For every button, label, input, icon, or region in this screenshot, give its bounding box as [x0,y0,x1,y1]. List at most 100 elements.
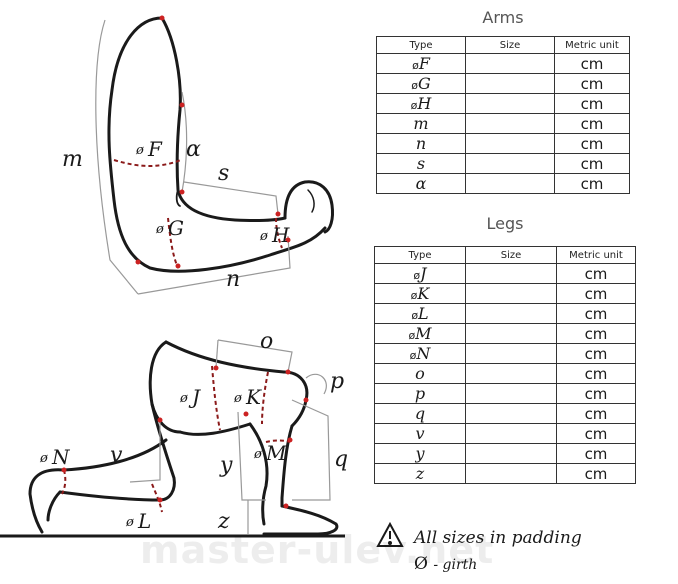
row-size[interactable] [465,113,555,134]
row-unit: cm [554,113,630,134]
row-size[interactable] [465,173,555,194]
arms-title: Arms [482,8,524,27]
label-q: q [334,447,348,472]
diameter-symbol: ø [411,79,418,92]
label-o: o [260,329,273,354]
row-size[interactable] [465,343,557,364]
arms-header-type: Type [376,36,466,54]
row-size[interactable] [465,93,555,114]
legs-header-size: Size [465,246,557,264]
row-size[interactable] [465,363,557,384]
row-type: G [417,74,431,93]
row-type: K [417,284,430,303]
row-type: p [374,383,466,404]
row-type: M [415,324,432,343]
table-row: p cm [374,383,636,404]
girth-symbol: Ø [414,554,428,574]
label-f-diameter: ø [135,143,144,158]
row-unit: cm [554,153,630,174]
label-l-diameter: ø [125,515,134,530]
leg-points [61,365,309,509]
label-s: s [218,161,229,186]
label-k: K [245,385,262,409]
label-l: L [137,509,151,533]
table-row: α cm [376,173,630,194]
label-leg-n: N [51,445,71,469]
arms-header-size: Size [465,36,555,54]
row-type: F [418,54,430,73]
label-z: z [217,509,230,534]
table-row: z cm [374,463,636,484]
row-size[interactable] [465,263,557,284]
row-type: v [374,423,466,444]
row-size[interactable] [465,133,555,154]
label-h-diameter: ø [259,229,268,244]
table-row: øG cm [376,73,630,94]
row-unit: cm [556,263,636,284]
diameter-symbol: ø [410,289,418,302]
table-row: v cm [374,423,636,444]
row-unit: cm [556,323,636,344]
row-unit: cm [556,303,636,324]
label-leg-m: M [265,441,287,465]
row-size[interactable] [465,73,555,94]
row-unit: cm [554,73,630,94]
row-type: z [374,463,466,484]
row-unit: cm [556,443,636,464]
row-unit: cm [554,93,630,114]
leg-drawing [28,340,339,536]
table-row: o cm [374,363,636,384]
row-unit: cm [554,133,630,154]
table-row: q cm [374,403,636,424]
table-row: m cm [376,113,630,134]
row-type: s [376,153,466,174]
leg-guide-lines [129,339,331,534]
row-unit: cm [556,283,636,304]
row-size[interactable] [465,443,557,464]
arm-guide-lines [95,19,291,295]
arms-table: Type Size Metric unit øF cm øG cm øH cm … [376,36,630,194]
table-row: øM cm [374,323,636,344]
table-row: øK cm [374,283,636,304]
diameter-symbol: ø [408,329,416,342]
label-m: m [62,147,83,172]
row-type: α [376,173,466,194]
legs-header-unit: Metric unit [556,246,636,264]
row-size[interactable] [465,323,557,344]
label-n-diameter: ø [39,451,48,466]
row-size[interactable] [465,383,557,404]
table-row: n cm [376,133,630,154]
row-size[interactable] [465,403,557,424]
diameter-symbol: ø [413,269,421,282]
row-size[interactable] [465,463,557,484]
row-size[interactable] [465,303,557,324]
table-row: øF cm [376,53,630,74]
diameter-symbol: ø [409,349,417,362]
label-j-diameter: ø [179,391,188,406]
table-row: s cm [376,153,630,174]
row-type: q [374,403,466,424]
row-unit: cm [556,343,636,364]
padding-note: All sizes in padding [414,528,582,548]
row-size[interactable] [465,283,557,304]
diameter-symbol: ø [412,59,419,72]
arm-labels: m ø F α s ø G ø H n [62,137,290,292]
row-size[interactable] [465,423,557,444]
girth-note: Ø - girth [414,554,477,574]
arm-points [135,15,291,269]
row-type: L [418,304,429,323]
row-unit: cm [556,383,636,404]
label-g-diameter: ø [155,222,164,237]
row-size[interactable] [465,153,555,174]
label-n: n [226,267,240,292]
table-row: øH cm [376,93,630,114]
label-p: p [330,369,344,394]
label-g: G [168,216,184,240]
table-row: y cm [374,443,636,464]
row-size[interactable] [465,53,555,74]
table-row: øJ cm [374,263,636,284]
row-type: m [376,113,466,134]
row-type: J [420,264,427,283]
arm-girth-lines [113,159,283,269]
table-row: øL cm [374,303,636,324]
